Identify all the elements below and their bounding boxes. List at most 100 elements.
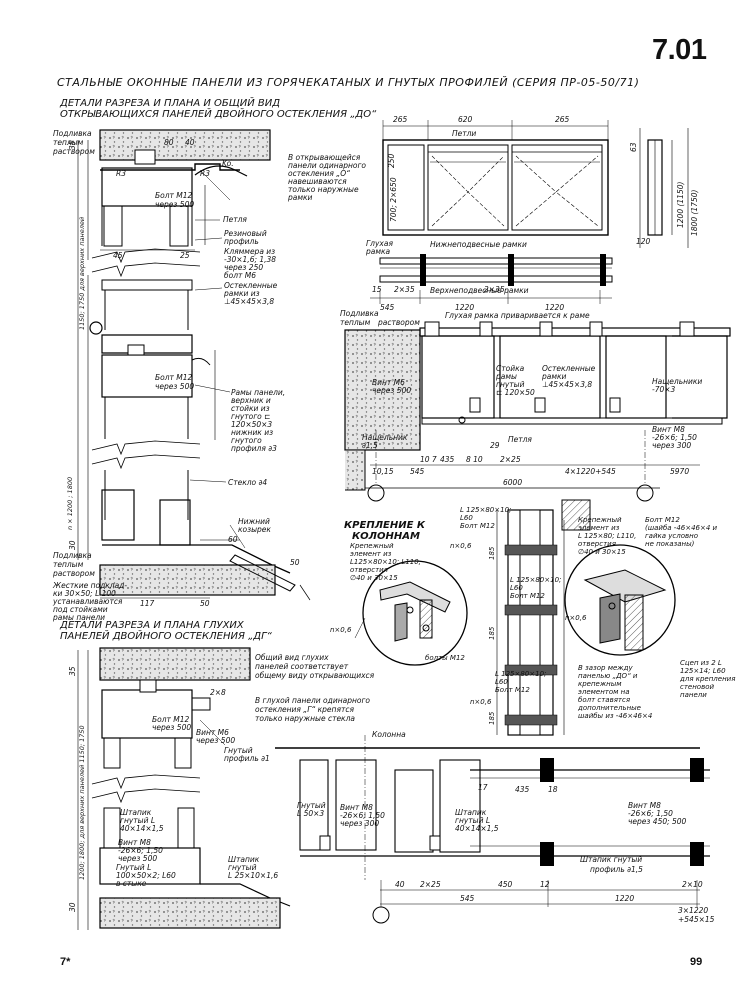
label-blind-frame-welded: Глухая рамка приваривается к раме (445, 311, 590, 320)
label-dg-screw: Винт M6 (196, 728, 229, 737)
label-bottom-hung: Нижнеподвесные рамки (430, 240, 527, 249)
label-clamp: Кляммера из (224, 247, 275, 256)
label-gap-2: панелью „ДО“ и (578, 672, 638, 680)
label-angle-bolt-b: Болт M12 (510, 592, 545, 600)
label-bent-profile: Гнутый (224, 746, 253, 755)
label-gap-3: крепежным (578, 680, 622, 688)
dim-6000: 6000 (503, 478, 522, 487)
label-bolt-m12-step: через 500 (155, 200, 194, 209)
dim-panel-height: n × 1200 ; 1800 (66, 477, 74, 530)
label-gap: В зазор между (578, 664, 633, 672)
label-coupler-3: для крепления (679, 675, 735, 683)
dim-2x25: 2×25 (500, 455, 521, 464)
label-bottom-screw-3: через 300 (340, 819, 379, 828)
label-bottom-screw-2: -26×6; 1,50 (340, 811, 385, 820)
label-hinge: Петля (223, 215, 247, 224)
dim-700: 700; 2×650 (389, 177, 398, 222)
dim-250: 250 (387, 153, 396, 168)
detail-circle-left (362, 560, 468, 666)
label-screw-m6: Винт M6 (372, 378, 405, 387)
dim-5970: 5970 (670, 467, 689, 476)
dim-bottom-435: 435 (515, 785, 530, 794)
label-clamp-4: болт M6 (224, 271, 256, 280)
label-bottom-screw: Винт M8 (340, 803, 373, 812)
label-dg-bolt-step: через 500 (152, 723, 191, 732)
label-frame: Рамы панели, (231, 388, 285, 397)
page-title: СТАЛЬНЫЕ ОКОННЫЕ ПАНЕЛИ ИЗ ГОРЯЧЕКАТАНЫХ… (57, 76, 640, 89)
label-coupler: Сцеп из 2 L (680, 659, 722, 667)
label-right-screw-2: -26×6; 1,50 (628, 809, 673, 818)
note-general-view-3: общему виду открывающихся (255, 671, 375, 680)
dim-545-top: 545 (380, 303, 395, 312)
label-top-hung: Верхнеподвесные рамки (430, 286, 529, 295)
dim-545-plan: 545 (410, 467, 425, 476)
label-cover-strip: Нащельник (362, 433, 408, 442)
label-gap-7: шайбы из -46×46×4 (578, 712, 652, 720)
label-post-2: рамы (495, 372, 517, 381)
section-do-labels: Подливка теплым раствором 80 40 R3 R3 Ko… (52, 129, 300, 622)
detail-circle-right (564, 544, 676, 656)
top-lintel (99, 129, 271, 161)
label-rubber: Резиновый (224, 229, 267, 238)
label-glass: Стекло ∂4 (228, 478, 267, 487)
dim-50: 50 (200, 599, 210, 608)
panel-elevation (370, 120, 689, 304)
column-attachment-labels: Крепежный элемент из L125×80×10; L110, о… (330, 506, 735, 725)
label-podlivka-bottom-2: теплым (53, 560, 84, 569)
label-cover-strips-2: -70×3 (652, 385, 676, 394)
dim-185-b: 185 (488, 626, 496, 640)
label-bent-profile-2: профиль ∂1 (224, 754, 270, 763)
dim-bottom-3x1220: 3×1220 (678, 906, 708, 915)
dim-185-a: 185 (488, 546, 496, 560)
dim-25: 25 (180, 251, 190, 260)
footer-left: 7* (60, 956, 71, 968)
label-bolt-right-4: не показаны) (645, 540, 695, 548)
label-frame-6: нижник из (231, 428, 273, 437)
label-bottom-bead-2: гнутый L (455, 816, 490, 825)
dim-1220-a: 1220 (455, 303, 474, 312)
label-angle-125: L 125×80×10; (460, 506, 511, 514)
label-screw-m8-size: -26×6; 1,50 (652, 433, 697, 442)
label-dg-screw-m8-3: через 500 (118, 854, 157, 863)
label-angle-125-c: L 125×80×10; (495, 670, 546, 678)
section-do-vertical-detail (77, 129, 311, 601)
label-spacer-2: ки 30×50; L 100 (53, 589, 116, 598)
label-dg-angle: Гнутый L (116, 863, 151, 872)
bottom-plan-labels: Колонна Гнутый L 50×3 Винт M8 -26×6; 1,5… (297, 730, 715, 924)
section-3-title-line2: КОЛОННАМ (352, 531, 420, 542)
label-right-screw: Винт M8 (628, 801, 661, 810)
note-line-3: остекления „О“ (288, 169, 350, 178)
dim-63: 63 (629, 142, 638, 152)
dim-dg-30: 30 (68, 902, 77, 912)
note-line-1: В открывающейся (288, 153, 361, 162)
label-frame-4: гнутого ⊏ (231, 412, 270, 421)
dim-n06-left: n×0,6 (330, 626, 352, 634)
label-fastener-5: ∅40 и 30×15 (350, 574, 398, 582)
label-angle-l60-c: L60 (495, 678, 508, 686)
note-line-4: навешиваются (288, 177, 347, 186)
label-podlivka-bottom: Подливка (53, 551, 92, 560)
label-fastener-right-3: L 125×80; L110, (578, 532, 636, 540)
label-dg-bead-b-2: гнутый (228, 863, 257, 872)
label-coupler-2: 125×14; L60 (680, 667, 726, 675)
dim-18: 18 (548, 785, 558, 794)
label-frame-8: профиля ∂3 (231, 444, 277, 453)
label-glazed-plan-3: ⊥45×45×3,8 (542, 380, 592, 389)
dim-1220-b: 1220 (545, 303, 564, 312)
dim-bottom-450: 450 (498, 880, 513, 889)
label-glazed: Остекленные (224, 281, 278, 290)
note-single-glazing: В открывающейся панели одинарного остекл… (287, 153, 366, 202)
dim-435: 435 (440, 455, 455, 464)
label-glazed-plan-2: рамки (541, 372, 567, 381)
dim-1200-1150: 1200 (1150) (676, 182, 685, 228)
dim-bottom-1220: 1220 (615, 894, 634, 903)
dim-r3-b: R3 (200, 169, 210, 178)
dim-bottom-545-15: +545×15 (678, 915, 715, 924)
label-blind-frame-2: рамка (365, 247, 391, 256)
label-cover-strip-2: ∂1,5 (362, 441, 378, 450)
label-spacer-3: устанавливаются (52, 597, 123, 606)
label-bent-bead-2: профиль ∂1,5 (590, 865, 643, 874)
label-fastener-3: L125×80×10; L110, (350, 558, 421, 566)
